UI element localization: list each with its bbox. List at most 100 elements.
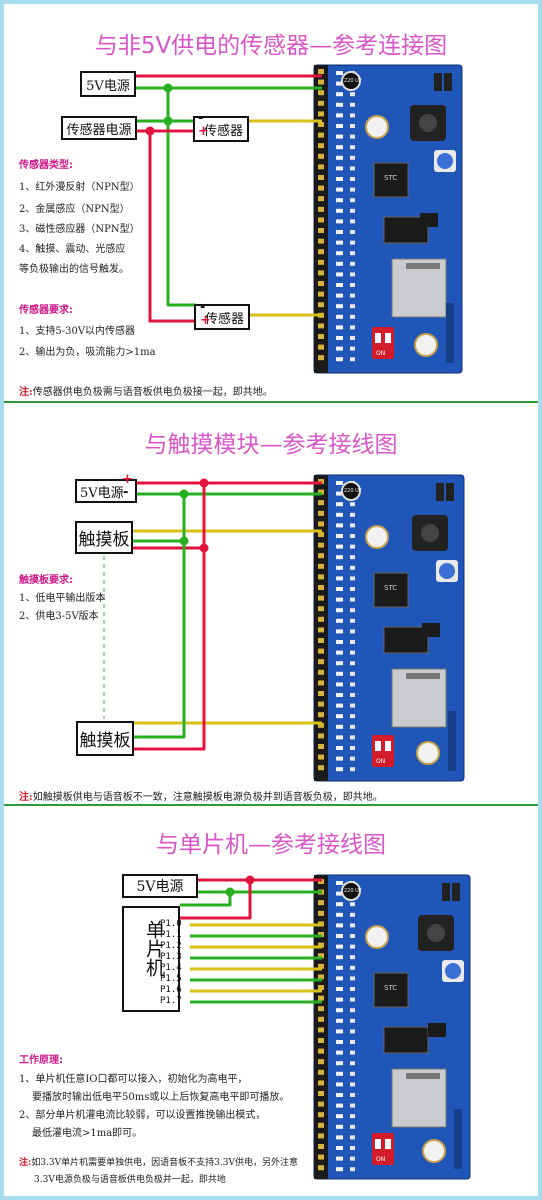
sensor-req-item: 2、输出为负，吸流能力>1ma [19,347,156,358]
resistor [350,587,355,591]
sensor-type-item: 4、触摸、震动、光感应 [19,244,126,255]
resistor [350,1040,355,1044]
sensor-bottom-plus: + [200,313,211,328]
resistor [350,1061,355,1066]
header-pin [318,669,324,675]
pad-label-mark [336,934,343,938]
pad-label-mark [336,523,343,528]
touch-panel-top-box: 触摸板 [75,521,133,554]
sensor-bottom-box: 传感器 [194,304,250,330]
pad-label-mark [336,304,343,309]
resistor [350,166,355,171]
section1-title: 与非5V供电的传感器—参考连接图 [94,33,448,59]
mcu-box: 单片机 [122,906,180,1012]
resistor [350,304,355,309]
mcu-pin-label: P1.0 [160,919,182,929]
header-pin [318,1112,324,1118]
header-pin [318,691,324,696]
header-pin [318,323,324,329]
pad-label-mark [336,314,343,319]
pad-label-mark [336,555,343,560]
header-pin [318,1133,324,1139]
dip-switch-label: ON [376,1156,385,1163]
header-pin [318,1048,324,1054]
resistor [350,325,355,330]
resistor [350,576,355,581]
resistor [350,1124,355,1129]
resistor [350,555,355,560]
header-pin [318,1165,324,1171]
capacitor-label: 220 UF [344,488,362,494]
header-pin [318,334,324,339]
section1-note: 注:传感器供电负极需与语音板供电负极接一起，即共地。 [19,383,273,398]
work-line: 最低灌电流>1ma即可。 [32,1128,143,1139]
pad-label-mark [336,293,343,298]
pad-label-mark [336,565,343,570]
dip-switch-lever [385,741,391,751]
pad-label-mark [336,944,343,949]
pad-label-mark [336,576,343,581]
header-pin [318,1016,324,1022]
resistor [350,155,355,160]
resistor [350,703,355,708]
resistor [350,955,355,960]
header-pin [318,1154,324,1160]
dip-switch-lever [385,1139,391,1149]
header-pin [318,489,324,495]
small-chip [420,213,438,227]
resistor [350,1082,355,1087]
mcu-pin-label: P1.4 [160,963,182,973]
pad-label-mark [336,1029,343,1034]
edge-silkscreen [446,303,454,363]
pad-label-mark [336,1167,343,1172]
capacitor [341,71,361,91]
resistor [350,512,355,517]
pad-label-mark [336,512,343,517]
work-heading: 工作原理: [19,1055,63,1066]
pad-label-mark [336,198,343,203]
resistor [350,92,355,97]
speaker-header [446,483,454,501]
dip-switch-label: ON [376,758,385,765]
header-pin [318,542,324,548]
pad-label-mark [336,481,343,485]
header-pin [318,132,324,138]
header-pin [318,953,324,959]
resistor [350,965,355,970]
touch-req-item: 1、低电平输出版本 [19,593,106,604]
capacitor-label: 220 UF [344,888,362,894]
pad-label-mark [336,272,343,277]
header-pin [318,974,324,980]
resistor [350,1167,355,1172]
header-pin [318,1144,324,1149]
pad-label-mark [336,261,343,266]
resistor [350,693,355,697]
header-pin [318,111,324,117]
small-chip [428,1023,446,1037]
dip-switch-lever [375,333,381,343]
header-pin [318,217,324,223]
flash-chip [383,626,429,654]
pad-label-mark [336,767,343,772]
power-5v-box: 5V电源 [80,71,136,97]
mcu-chip-label: STC [384,584,397,592]
speaker-header [444,73,452,91]
resistor [350,1050,355,1055]
note-text: 传感器供电负极需与语音板供电负极接一起，即共地。 [32,387,273,398]
pad-label-mark [336,534,343,538]
header-pin [318,765,324,771]
header-pin [318,744,324,749]
pad-label-mark [336,1103,343,1108]
resistor [350,502,355,507]
resistor [350,272,355,277]
resistor [350,923,355,928]
resistor [350,565,355,570]
header-pin [318,185,324,191]
pin-header [314,875,328,1179]
header-pin [318,510,324,516]
dip-switch-lever [375,1139,381,1149]
header-pin [318,659,324,665]
header-pin [318,1038,324,1043]
resistor [350,208,355,213]
